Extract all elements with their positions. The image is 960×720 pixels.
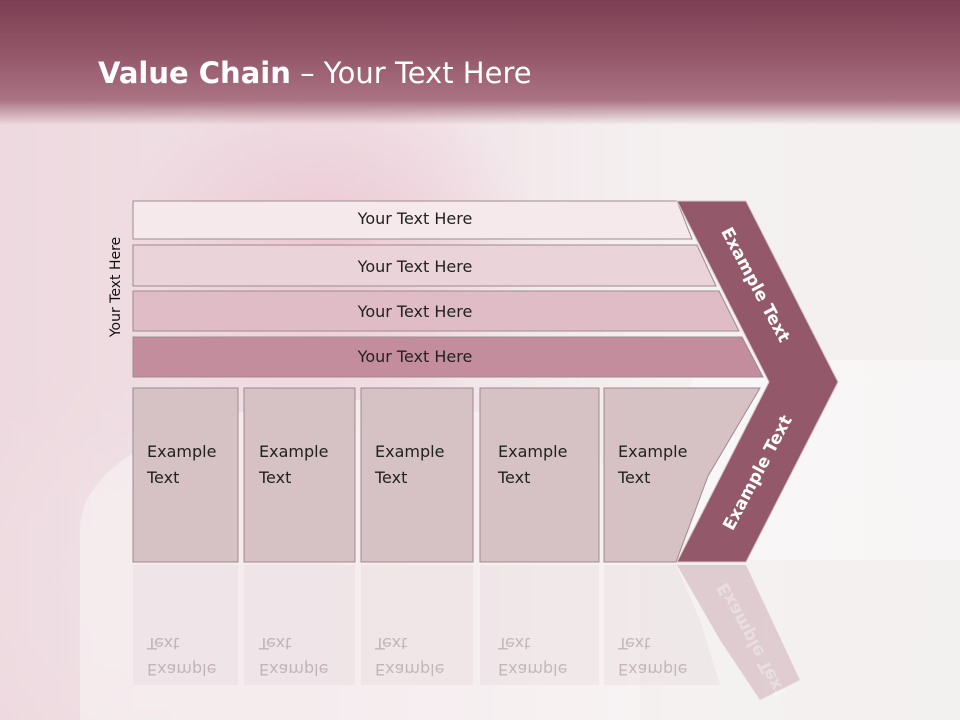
bar-4-label: Your Text Here (357, 347, 473, 366)
cell-5-shape[interactable] (603, 387, 761, 563)
slide-title[interactable]: Value Chain – Your Text Here (98, 56, 532, 90)
cell-4-shape[interactable] (479, 387, 600, 563)
bar-1-shape[interactable] (132, 200, 693, 240)
chevron-shape[interactable] (676, 200, 839, 563)
slide-title-bold: Value Chain (98, 56, 291, 90)
cell-3-reflection: Example Text (375, 634, 445, 679)
cell-5-reflection: Example Text (618, 634, 688, 679)
cell-4-reflection: Example Text (498, 634, 568, 679)
bar-2-shape[interactable] (132, 244, 717, 287)
bar-3-shape[interactable] (132, 290, 740, 332)
cell-2-label: Example Text (259, 442, 329, 487)
bar-4-shape[interactable] (132, 336, 764, 378)
cell-1-reflection: Example Text (147, 634, 217, 679)
title-bar (0, 0, 960, 125)
slide-title-rest: – Your Text Here (290, 56, 532, 90)
cell-5-label: Example Text (618, 442, 688, 487)
cell-3-shape[interactable] (360, 387, 474, 563)
cell-1-label: Example Text (147, 442, 217, 487)
bar-1-label: Your Text Here (357, 209, 473, 228)
cell-3-label: Example Text (375, 442, 445, 487)
cell-4-label: Example Text (498, 442, 568, 487)
bar-2-label: Your Text Here (357, 257, 473, 276)
cell-2-reflection: Example Text (259, 634, 329, 679)
cell-2-shape[interactable] (243, 387, 356, 563)
bar-3-label: Your Text Here (357, 302, 473, 321)
reflection-group (133, 565, 800, 700)
cell-1-shape[interactable] (132, 387, 239, 563)
